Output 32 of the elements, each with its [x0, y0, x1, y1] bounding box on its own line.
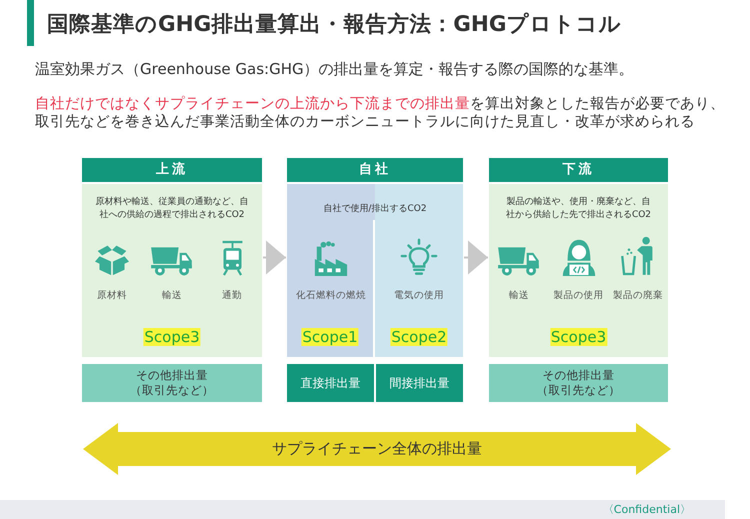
slide-title: 国際基準のGHG排出量算出・報告方法：GHGプロトコル — [47, 11, 622, 39]
scope-label: Scope3 — [550, 328, 608, 346]
panel-description: 自社で使用/排出するCO2 — [323, 203, 427, 216]
icon-caption: 輸送 — [508, 290, 529, 302]
scope-label: Scope3 — [143, 328, 201, 346]
scope-label: Scope2 — [390, 328, 448, 346]
panel-header: 下流 — [489, 158, 668, 184]
chevron-arrow — [263, 240, 286, 274]
panel-description: 製品の輸送や、使用・廃棄など、自社から供給した先で排出されるCO2 — [504, 196, 652, 222]
emission-category-box: その他排出量（取引先など） — [489, 364, 668, 402]
icon-caption: 化石燃料の燃焼 — [296, 290, 366, 302]
confidential-note: 〈Confidential〉 — [602, 502, 691, 517]
emission-category-box: 直接排出量 — [287, 364, 374, 402]
emission-category-box: その他排出量（取引先など） — [82, 364, 262, 402]
icon-caption: 輸送 — [162, 290, 182, 302]
highlight-paragraph: 自社だけではなくサプライチェーンの上流から下流までの排出量を算出対象とした報告が必要であり、取引先などを巻き込んだ事業活動全体のカーボンニュートラルに向けた見直し・改革が求められる — [35, 96, 726, 132]
scope-panel — [82, 158, 262, 357]
emission-category-box: 間接排出量 — [376, 364, 463, 402]
scope-panel — [287, 158, 463, 357]
arrow-label: サプライチェーン全体の排出量 — [272, 440, 482, 458]
intro-text: 温室効果ガス（Greenhouse Gas:GHG）の排出量を算定・報告する際の国際的な基準。 — [35, 60, 634, 78]
panel-header: 自社 — [287, 158, 463, 184]
panel-description: 原材料や輸送、従業員の通勤など、自社への供給の過程で排出されるCO2 — [94, 196, 250, 222]
icon-caption: 原材料 — [97, 290, 127, 302]
icon-caption: 通勤 — [222, 290, 242, 302]
icon-caption: 製品の廃棄 — [613, 290, 664, 302]
icon-caption: 製品の使用 — [554, 290, 604, 302]
scope-panel — [489, 158, 668, 357]
icon-caption: 電気の使用 — [394, 290, 444, 302]
chevron-arrow — [464, 240, 488, 274]
panel-header: 上流 — [82, 158, 262, 184]
scope-label: Scope1 — [301, 328, 359, 346]
